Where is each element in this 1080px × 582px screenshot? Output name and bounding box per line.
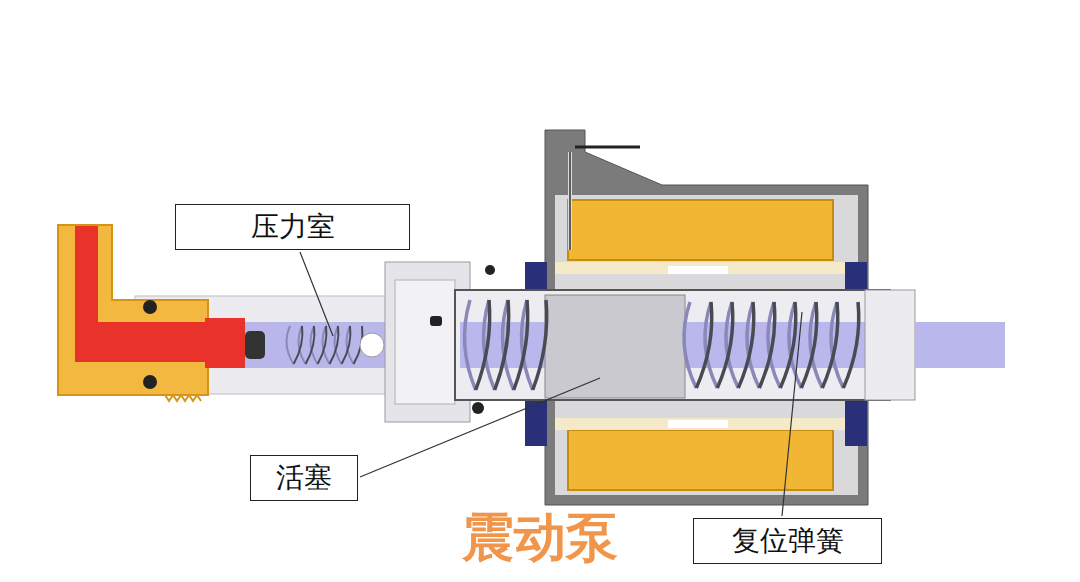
pump-part — [287, 326, 363, 364]
pump-part — [514, 300, 528, 390]
label-box: 复位弹簧 — [693, 518, 882, 564]
pump-part — [306, 326, 315, 364]
part-label: 复位弹簧 — [732, 524, 844, 558]
pump-part — [360, 378, 600, 477]
label-box: 压力室 — [175, 204, 410, 250]
pump-part — [300, 252, 333, 336]
pump-part — [472, 402, 484, 414]
pump-part — [245, 331, 265, 359]
pump-part — [759, 302, 774, 388]
pump-part — [801, 302, 816, 388]
pump-part — [287, 326, 294, 364]
part-label: 压力室 — [251, 210, 335, 244]
pump-part — [342, 326, 351, 364]
pump-part — [143, 300, 157, 314]
pump-part — [568, 430, 833, 490]
pump-part — [782, 312, 802, 516]
part-label: 活塞 — [276, 461, 332, 495]
pump-part — [822, 302, 837, 388]
pump-part — [568, 200, 833, 260]
pump-part — [143, 375, 157, 389]
pump-part — [525, 398, 547, 446]
pump-part — [738, 302, 753, 388]
pump-part — [696, 302, 711, 388]
pump-part — [294, 326, 303, 364]
pump-part — [569, 152, 571, 250]
pump-part — [165, 395, 201, 401]
pump-part — [476, 300, 490, 390]
pump-part — [575, 146, 640, 149]
pump-part — [205, 318, 245, 368]
label-box: 活塞 — [250, 455, 358, 501]
pump-part — [430, 316, 442, 326]
pump-part — [395, 280, 455, 404]
pump-part — [684, 302, 696, 388]
pump-part — [465, 300, 476, 390]
pump-part — [555, 262, 858, 274]
pump-part — [495, 300, 509, 390]
pump-part — [684, 302, 859, 388]
pump-part — [485, 265, 495, 275]
pump-part — [533, 300, 547, 390]
pump-part — [465, 300, 547, 390]
pump-part — [545, 295, 685, 398]
pump-part — [668, 266, 728, 274]
pump-part — [668, 420, 728, 428]
pump-part — [845, 262, 867, 292]
pump-part — [717, 302, 732, 388]
pump-part — [360, 333, 384, 357]
pump-part — [780, 302, 795, 388]
pump-part — [568, 152, 572, 250]
pump-part — [843, 302, 858, 388]
pump-part — [915, 322, 1005, 368]
pump-part — [555, 418, 858, 430]
pump-part — [318, 326, 327, 364]
title: 震动泵 — [400, 506, 680, 568]
pump-part — [525, 262, 547, 292]
pump-part — [865, 290, 915, 400]
pump-part — [845, 398, 867, 446]
